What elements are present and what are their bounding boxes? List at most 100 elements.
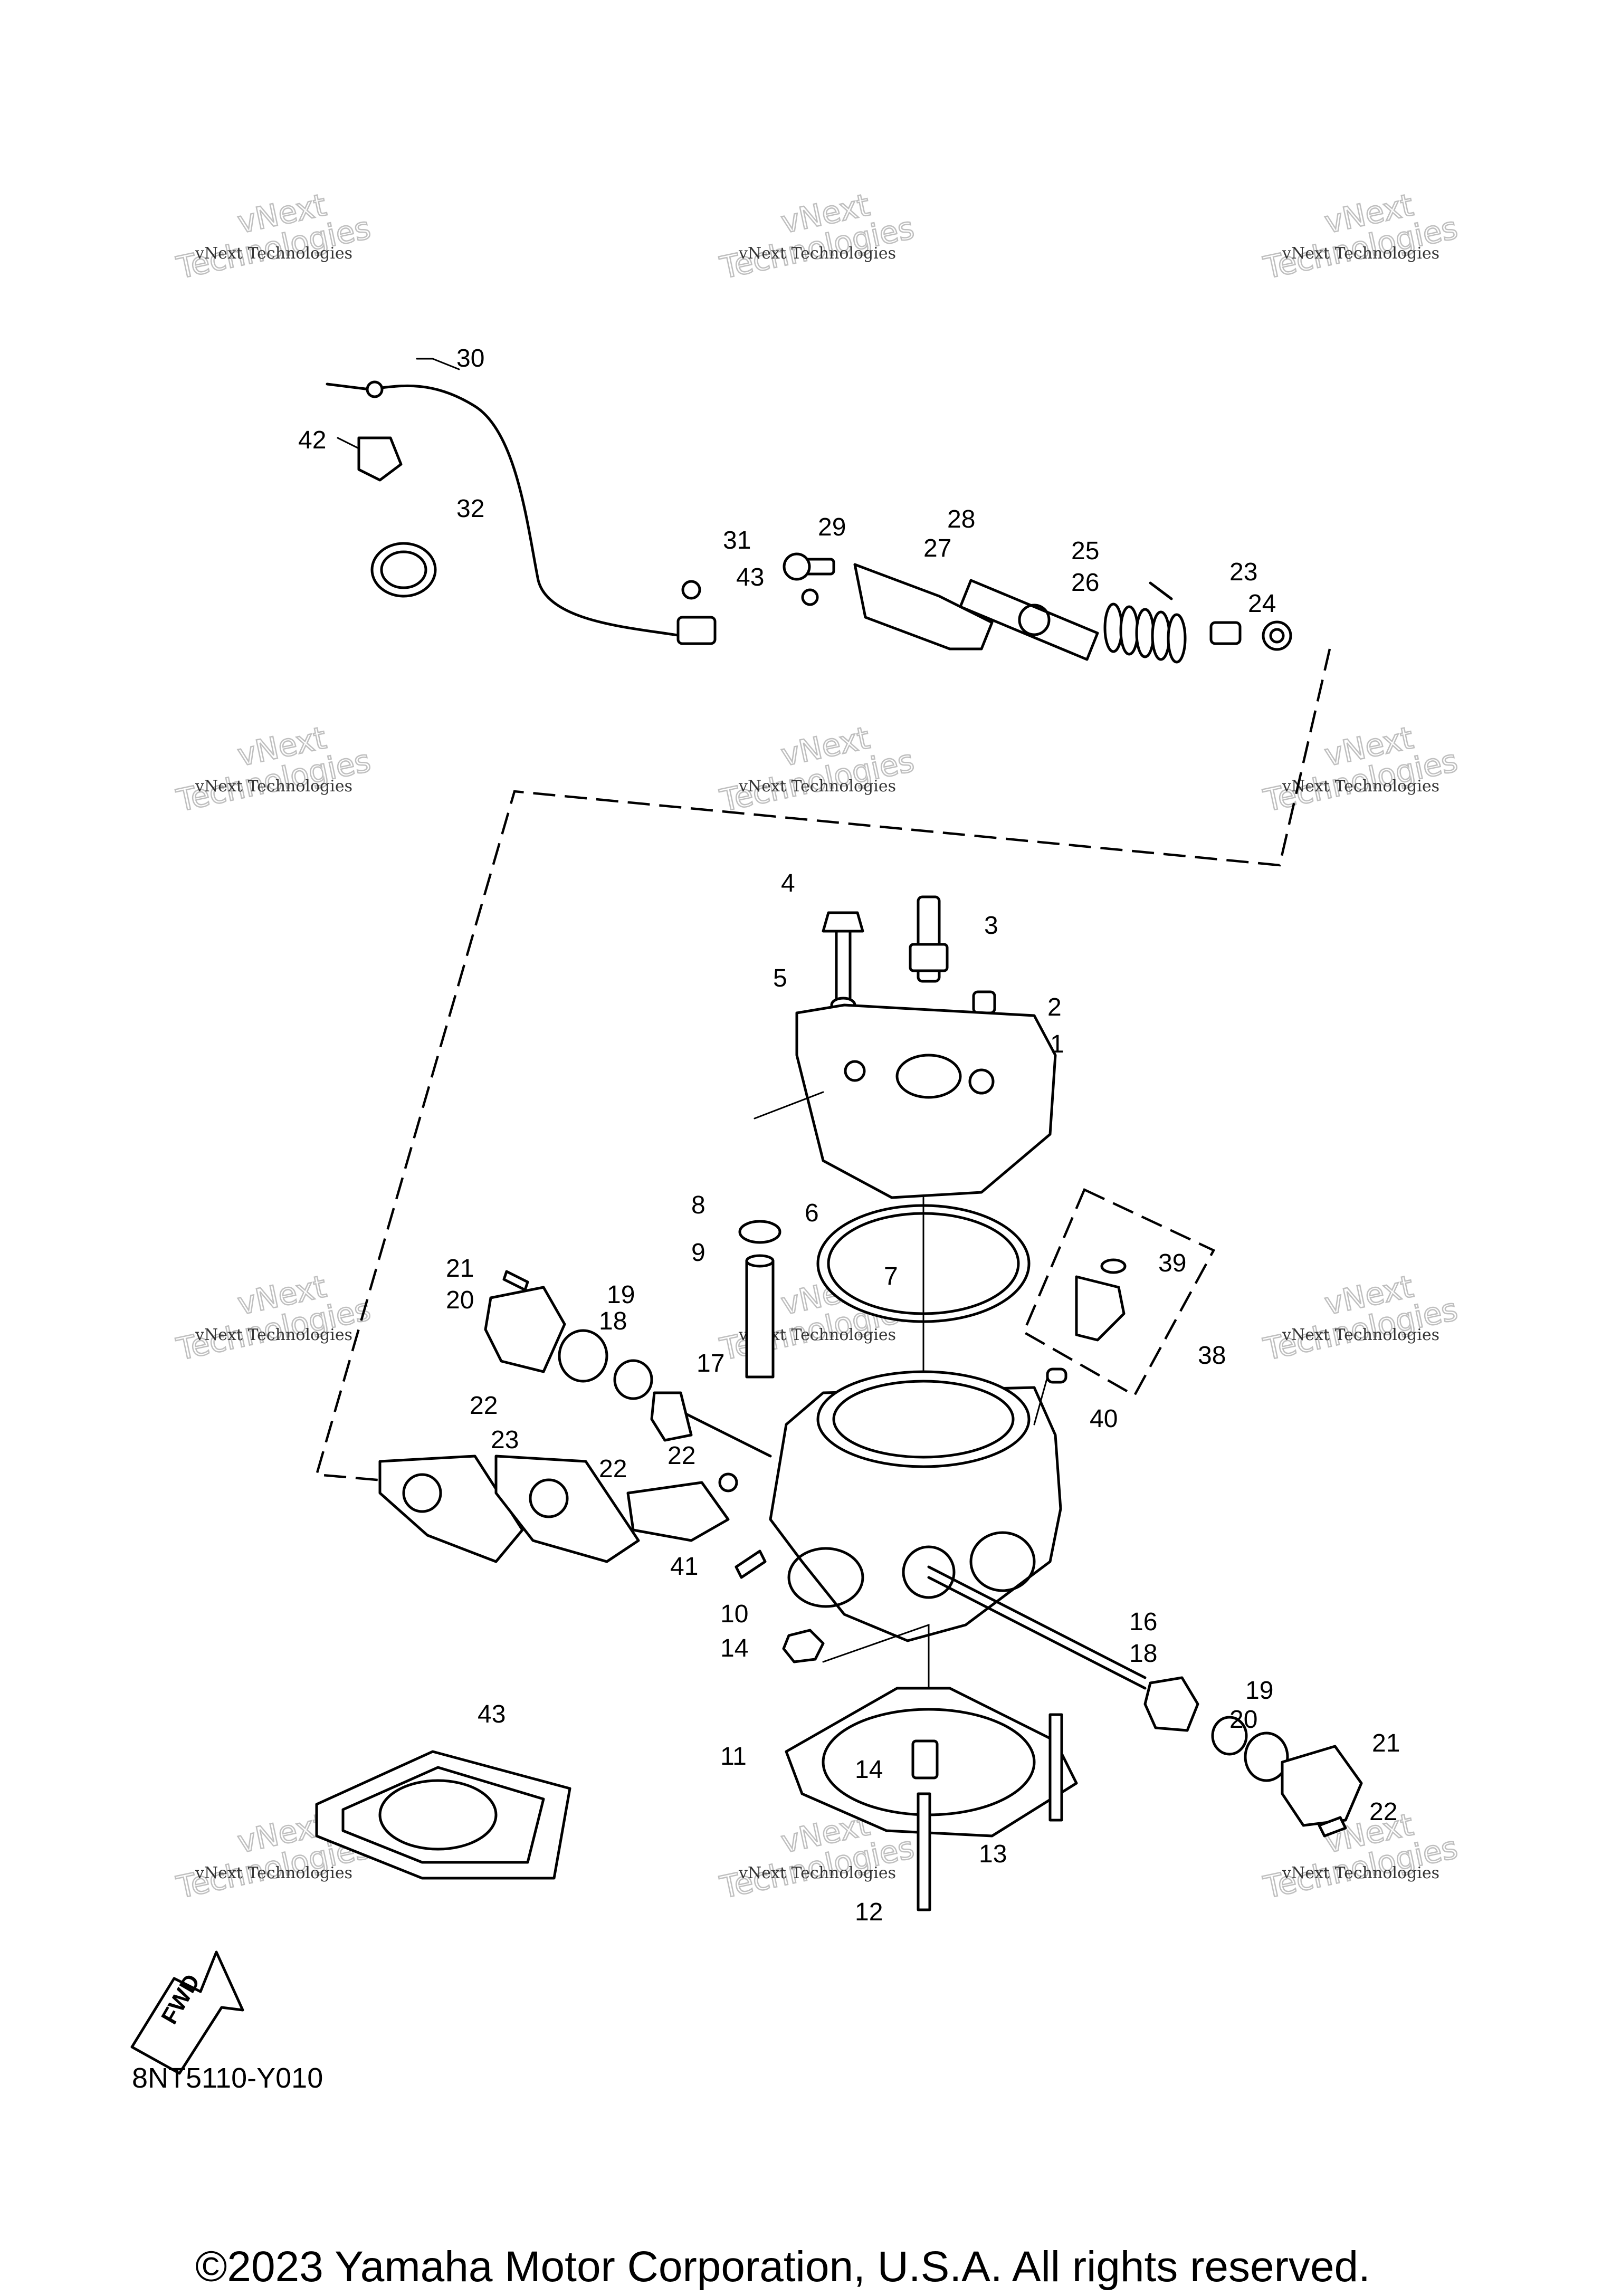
copyright-notice: ©2023 Yamaha Motor Corporation, U.S.A. A… bbox=[195, 2243, 1370, 2291]
callout-17: 17 bbox=[697, 1350, 724, 1377]
fwd-arrow-icon: FWD bbox=[130, 1950, 244, 2075]
bolt-22 bbox=[502, 1270, 529, 1292]
left-valve-group bbox=[378, 1270, 772, 1579]
callout-38: 39 bbox=[1158, 1249, 1186, 1277]
callout-6: 6 bbox=[805, 1199, 819, 1227]
callout-33: 29 bbox=[818, 513, 846, 541]
pipe-9 bbox=[745, 1259, 775, 1379]
gasket-kit-43 bbox=[315, 1750, 571, 1880]
cover-21-right bbox=[1281, 1745, 1363, 1827]
cylinder-body-group bbox=[769, 1370, 1147, 1911]
bushing-18 bbox=[1143, 1676, 1199, 1732]
callout-39: 40 bbox=[1090, 1405, 1118, 1433]
callout-14: 14 bbox=[855, 1756, 883, 1784]
gasket-25 bbox=[378, 1455, 524, 1563]
nut-15 bbox=[782, 1629, 825, 1663]
svg-text:vNext Technologies: vNext Technologies bbox=[738, 777, 896, 796]
svg-text:vNext Technologies: vNext Technologies bbox=[195, 1326, 352, 1344]
bushing-17 bbox=[650, 1391, 693, 1442]
callout-16: 16 bbox=[1129, 1608, 1157, 1636]
o-ring-39 bbox=[1046, 1367, 1067, 1384]
plug-2 bbox=[972, 990, 996, 1015]
bearing-19-right bbox=[1211, 1716, 1248, 1756]
dowel-14 bbox=[911, 1739, 939, 1780]
cover-21 bbox=[484, 1286, 566, 1373]
o-ring-38 bbox=[1100, 1258, 1127, 1274]
callout-21: 20 bbox=[446, 1286, 474, 1314]
valve-housing-32 bbox=[853, 563, 994, 650]
callout-20-right: 20 bbox=[1229, 1706, 1257, 1734]
svg-text:vNext Technologies: vNext Technologies bbox=[195, 1864, 352, 1882]
bolt-22-right bbox=[1318, 1816, 1347, 1838]
callout-28: 24 bbox=[1248, 590, 1276, 618]
callout-43: 43 bbox=[478, 1700, 506, 1728]
svg-text:vNext Technologies: vNext Technologies bbox=[1282, 1326, 1439, 1344]
callout-35: 31 bbox=[723, 527, 751, 554]
cylinder-head-1 bbox=[795, 1003, 1057, 1199]
callout-31: 27 bbox=[923, 534, 951, 562]
bearing-19 bbox=[613, 1359, 653, 1400]
callout-10: 10 bbox=[720, 1600, 748, 1628]
callout-21-right: 21 bbox=[1372, 1729, 1400, 1757]
gasket-31 bbox=[959, 579, 1099, 661]
callout-37: 38 bbox=[1198, 1342, 1226, 1370]
callout-1: 1 bbox=[1050, 1030, 1064, 1058]
callout-20: 19 bbox=[607, 1281, 635, 1309]
callout-42: 43 bbox=[736, 563, 764, 591]
callout-27: 23 bbox=[1229, 558, 1257, 586]
callout-41: 42 bbox=[298, 426, 326, 454]
stud-13 bbox=[1048, 1713, 1063, 1822]
svg-text:vNext Technologies: vNext Technologies bbox=[1282, 1864, 1439, 1882]
injector-37 bbox=[1075, 1275, 1126, 1342]
injector-dashed-box bbox=[1022, 1188, 1216, 1398]
svg-text:vNext Technologies: vNext Technologies bbox=[1282, 777, 1439, 796]
diagram-code: 8NT5110-Y010 bbox=[132, 2062, 323, 2094]
callout-9: 9 bbox=[691, 1239, 705, 1267]
callout-24: 22 bbox=[599, 1455, 627, 1483]
callout-3: 3 bbox=[984, 912, 998, 940]
callout-labels: 30 42 32 31 29 43 28 27 25 26 23 24 4 3 … bbox=[298, 345, 1400, 1926]
shaft-16 bbox=[927, 1565, 1147, 1679]
o-ring-20-right bbox=[1244, 1731, 1289, 1782]
actuator-24 bbox=[626, 1481, 730, 1542]
pin-29 bbox=[1149, 581, 1173, 600]
callout-11: 11 bbox=[720, 1743, 747, 1771]
stud-40 bbox=[735, 1549, 767, 1579]
callout-18: 18 bbox=[1129, 1640, 1157, 1668]
callout-8: 8 bbox=[691, 1191, 705, 1219]
callout-7: 7 bbox=[884, 1262, 898, 1290]
svg-text:vNext Technologies: vNext Technologies bbox=[195, 777, 352, 796]
callout-13: 13 bbox=[979, 1840, 1007, 1868]
cable-34 bbox=[368, 384, 682, 637]
callout-25: 22 bbox=[470, 1392, 498, 1420]
callout-36: 32 bbox=[456, 495, 484, 523]
bolt-4 bbox=[835, 927, 852, 1009]
washer-42 bbox=[801, 588, 819, 606]
stud-12 bbox=[917, 1792, 931, 1911]
callout-5: 5 bbox=[773, 964, 787, 992]
callout-2: 2 bbox=[1047, 993, 1062, 1021]
callout-26: 23 bbox=[491, 1426, 519, 1454]
callout-22-right: 22 bbox=[1369, 1798, 1397, 1826]
callout-12: 12 bbox=[855, 1898, 883, 1926]
callout-19: 18 bbox=[599, 1307, 627, 1335]
svg-text:vNext Technologies: vNext Technologies bbox=[738, 244, 896, 263]
right-valve-group bbox=[1143, 1676, 1363, 1838]
assembly-dashed-boundary bbox=[315, 648, 1331, 1495]
svg-text:vNext Technologies: vNext Technologies bbox=[1282, 244, 1439, 263]
bracket-41 bbox=[357, 436, 403, 482]
callout-29: 25 bbox=[1071, 537, 1099, 565]
exhaust-valve-cable-assembly bbox=[326, 380, 1292, 664]
cable-end-35 bbox=[676, 616, 717, 645]
callout-15: 14 bbox=[720, 1634, 748, 1662]
callout-30: 26 bbox=[1071, 569, 1099, 597]
